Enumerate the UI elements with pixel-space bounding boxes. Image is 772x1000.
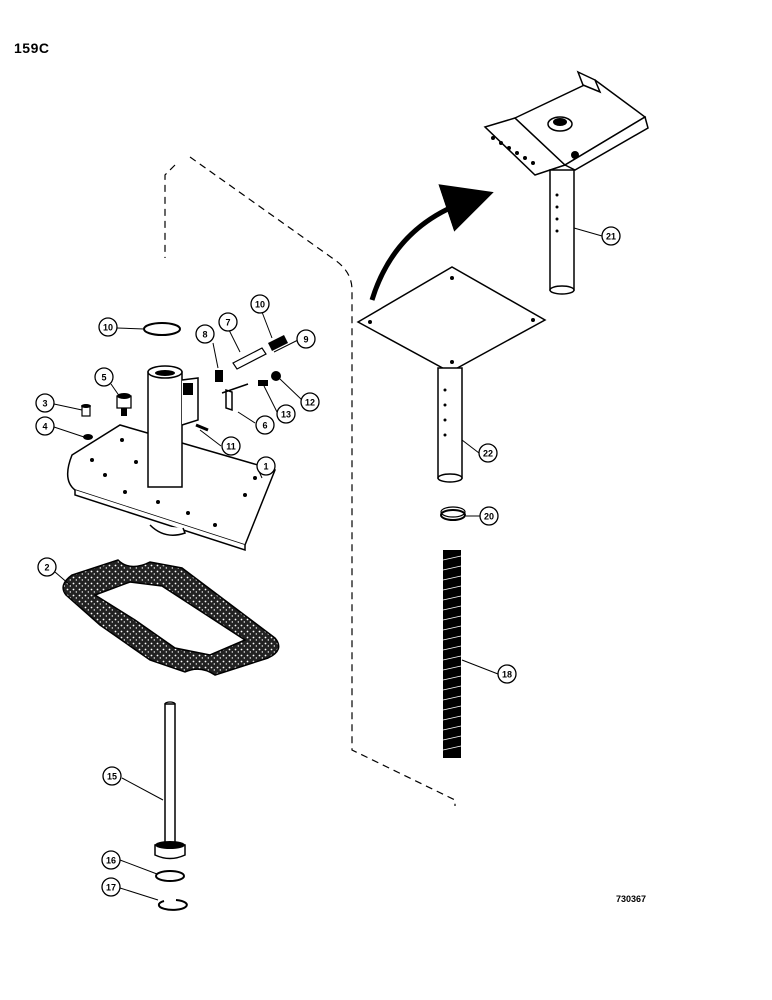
callout-label: 9 xyxy=(303,335,308,345)
callout-label: 21 xyxy=(606,232,616,242)
callout-1: 1 xyxy=(256,456,276,476)
callout-13: 13 xyxy=(276,404,296,424)
callout-10-left: 10 xyxy=(98,317,118,337)
callout-3: 3 xyxy=(35,393,55,413)
spring-part xyxy=(442,550,462,758)
callout-5: 5 xyxy=(94,367,114,387)
page-id: 159C xyxy=(14,40,50,56)
callout-18: 18 xyxy=(497,664,517,684)
callout-10-top: 10 xyxy=(250,294,270,314)
callout-label: 11 xyxy=(226,442,236,452)
callout-label: 12 xyxy=(305,398,315,408)
leader-lines xyxy=(53,227,603,901)
callout-16: 16 xyxy=(101,850,121,870)
clip-part xyxy=(440,506,466,521)
callout-label: 10 xyxy=(255,300,265,310)
seat-plate-part xyxy=(356,266,547,483)
callout-label: 10 xyxy=(103,323,113,333)
callout-15: 15 xyxy=(102,766,122,786)
callouts: 1 2 3 4 5 6 7 8 9 10 10 11 12 13 15 16 1… xyxy=(35,226,621,897)
washer-part xyxy=(83,434,93,440)
callout-label: 5 xyxy=(101,373,106,383)
callout-6: 6 xyxy=(255,415,275,435)
callout-4: 4 xyxy=(35,416,55,436)
callout-9: 9 xyxy=(296,329,316,349)
callout-8: 8 xyxy=(195,324,215,344)
curved-arrow xyxy=(369,184,494,301)
callout-12: 12 xyxy=(300,392,320,412)
assembly-dashed-line xyxy=(164,156,456,806)
screw-part xyxy=(81,404,91,417)
callout-label: 4 xyxy=(42,422,47,432)
callout-label: 13 xyxy=(281,410,291,420)
callout-label: 7 xyxy=(225,318,230,328)
callout-label: 16 xyxy=(106,856,116,866)
callout-label: 18 xyxy=(502,670,512,680)
callout-20: 20 xyxy=(479,506,499,526)
callout-label: 8 xyxy=(202,330,207,340)
o-ring-part-2 xyxy=(155,870,185,882)
callout-label: 22 xyxy=(483,449,493,459)
callout-label: 2 xyxy=(44,563,49,573)
cover-tube-part xyxy=(147,365,199,488)
bolt-part xyxy=(116,393,132,416)
callout-21: 21 xyxy=(601,226,621,246)
o-ring-part xyxy=(143,322,181,336)
callout-label: 3 xyxy=(42,399,47,409)
snap-ring-part xyxy=(157,899,188,911)
gasket-part xyxy=(62,559,280,676)
callout-label: 20 xyxy=(484,512,494,522)
callout-7: 7 xyxy=(218,312,238,332)
callout-label: 1 xyxy=(263,462,268,472)
callout-label: 6 xyxy=(262,421,267,431)
callout-22: 22 xyxy=(478,443,498,463)
callout-17: 17 xyxy=(101,877,121,897)
callout-label: 17 xyxy=(106,883,116,893)
detent-parts xyxy=(195,335,288,432)
drawing-number: 730367 xyxy=(616,894,647,904)
shaft-part xyxy=(154,701,186,860)
callout-label: 15 xyxy=(107,772,117,782)
callout-11: 11 xyxy=(221,436,241,456)
seat-bracket-part xyxy=(483,70,649,295)
callout-2: 2 xyxy=(37,557,57,577)
